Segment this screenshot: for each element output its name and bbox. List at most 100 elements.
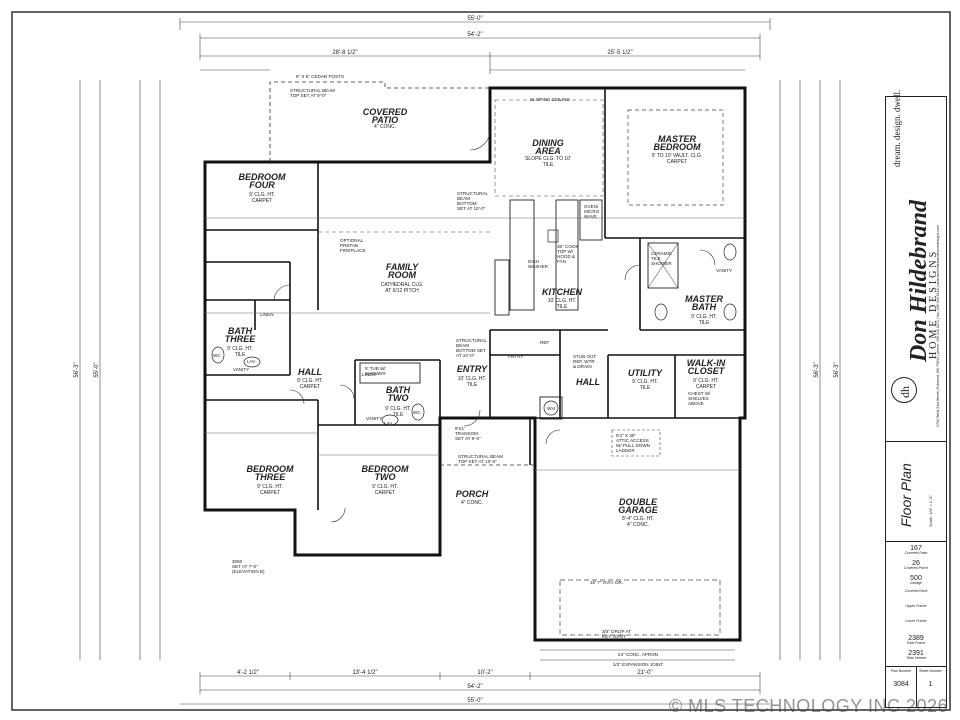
text-line: AT 6/12 PITCH	[385, 288, 419, 294]
exterior-walls	[203, 86, 747, 642]
text-line: 10' CLG. HT.	[548, 298, 576, 304]
dining-ceiling-outline	[494, 99, 604, 197]
text-line: CLOSET	[688, 366, 726, 376]
room-bed-two-sub: 9' CLG. HT.CARPET	[372, 484, 398, 496]
text-line: 36" COOK	[557, 244, 579, 249]
text-line: ENTRY	[457, 364, 488, 374]
text-line: CARPET	[696, 384, 716, 390]
room-bed-three-sub: 9' CLG. HT.CARPET	[257, 484, 283, 496]
text-line: ATTIC ACCESS	[616, 438, 649, 443]
text-line: 10' CLG. HT.	[458, 376, 486, 382]
text-line: OVEN/	[584, 204, 599, 209]
text-line: BEAM	[457, 196, 470, 201]
text-line: 24" CONC. APRON	[618, 652, 658, 657]
room-hall-left: HALL	[298, 367, 322, 377]
text-line: 5'4" X 30"	[616, 433, 636, 438]
text-line: KITCHEN	[542, 287, 582, 297]
sheet-number-cell: Sheet Number 1	[916, 667, 945, 707]
sheet-number-value: 1	[928, 681, 933, 688]
room-utility: UTILITY	[628, 368, 663, 378]
text-line: MASTER	[658, 134, 697, 144]
area-label: Total Veneer	[905, 656, 927, 660]
sheet-border	[11, 11, 951, 711]
note-vanity-b3: VANITY	[233, 367, 249, 372]
room-bath-two-sub: 9' CLG. HT.TILE	[385, 406, 411, 418]
brand-monogram: dh	[898, 386, 912, 398]
text-line: WAVE	[584, 214, 597, 219]
room-hall-left-sub: 9' CLG. HT.CARPET	[297, 378, 323, 390]
text-line: BEDROOM	[362, 464, 410, 474]
dim-bottom-seg4: 21'-0"	[637, 670, 652, 676]
attic-access-outline	[611, 429, 661, 457]
note-sloping-ceiling: SLOPING CEILING	[530, 97, 571, 102]
brand-contact: 1701 West 31st Street | Edmond, OK 73013…	[936, 224, 940, 427]
text-line: BEDROOM	[247, 464, 295, 474]
text-line: 9' CLG. HT.	[691, 314, 717, 320]
text-line: TWO	[375, 472, 396, 482]
room-entry-sub: 10' CLG. HT.TILE	[458, 376, 486, 388]
note-apron: 24" CONC. APRON	[618, 652, 658, 657]
plumbing-fixtures	[211, 229, 737, 426]
text-line: SET AT 8'-0"	[455, 436, 481, 441]
note-linen-b3: LINEN	[260, 312, 274, 317]
brand-tagline: dream. design. dwell.	[892, 89, 902, 167]
text-line: WASHER	[528, 264, 549, 269]
text-line: SLOPE CLG. TO 10'	[525, 156, 571, 162]
text-line: CARPET	[260, 490, 280, 496]
text-line: SLOPING CEILING	[530, 97, 571, 102]
watermark: © MLS TECHNOLOGY INC 2026	[668, 696, 948, 716]
text-line: 9' CLG. HT.	[257, 484, 283, 490]
text-line: THREE	[225, 334, 256, 344]
note-lav-b2: LAV	[384, 421, 393, 426]
text-line: TOP W/	[557, 249, 574, 254]
text-line: CHEST W/	[688, 391, 711, 396]
garage-door-outline	[559, 579, 721, 636]
text-line: SHOWER	[365, 371, 386, 376]
text-line: TILE	[235, 352, 246, 358]
text-line: BEDROOM	[654, 142, 702, 152]
text-line: STRUCTURAL BEAM	[290, 88, 335, 93]
plan-number-value: 3084	[893, 681, 909, 688]
text-line: PATIO	[372, 115, 398, 125]
text-line: AT 10'-0"	[456, 353, 475, 358]
dim-right-inner: 56'-3"	[814, 362, 820, 377]
kitchen-counters	[494, 199, 603, 316]
text-line: 9' CLG. HT.	[385, 406, 411, 412]
text-line: ROOM	[388, 270, 417, 280]
top-dimension-lines	[179, 18, 771, 74]
text-line: SHOWER	[651, 261, 672, 266]
area-value: 167	[910, 545, 922, 552]
text-line: LADDER	[616, 448, 635, 453]
text-line: 6" X 6" CEDAR POSTS	[296, 74, 344, 79]
text-line: SET AT 10'-0"	[457, 206, 486, 211]
text-line: 9' CLG. HT.	[227, 346, 253, 352]
text-line: TRANSOM	[455, 431, 478, 436]
text-line: TILE	[651, 256, 661, 261]
text-line: (ELEVATION B)	[232, 569, 265, 574]
area-row: Covered Deck	[886, 589, 946, 605]
area-row: Lower Frame	[886, 619, 946, 635]
text-line: WALK-IN	[687, 358, 726, 368]
text-line: STRUCTURAL	[456, 338, 487, 343]
dim-top-outer: 55'-0"	[467, 16, 482, 22]
text-line: TILE	[543, 162, 554, 168]
text-line: TILE	[557, 304, 568, 310]
text-line: FOUR	[249, 180, 275, 190]
text-line: FAN	[557, 259, 566, 264]
area-value: 2391	[908, 650, 924, 657]
text-line: CARPET	[375, 490, 395, 496]
